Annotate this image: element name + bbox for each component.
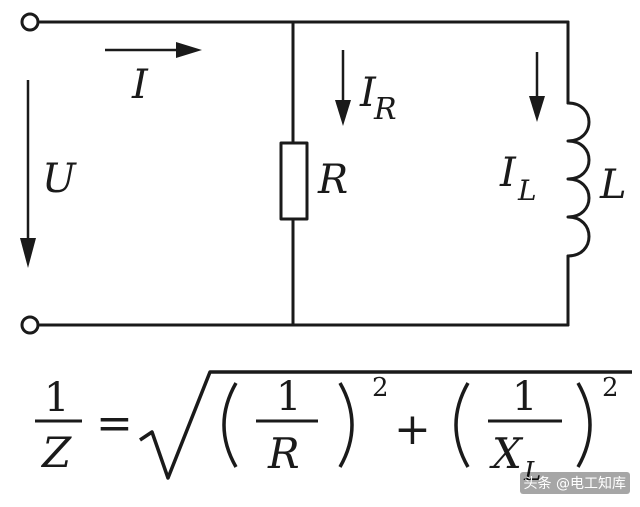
formula-square-root [139, 370, 632, 480]
formula-right-paren-2 [576, 382, 592, 468]
formula-left-paren-1 [222, 382, 238, 468]
formula-exponent-2: 2 [602, 373, 619, 403]
inductor-current-arrow-head [529, 96, 545, 122]
resistor-current-arrow-head [335, 100, 351, 126]
label-inductor: L [599, 162, 627, 208]
inductor-coil [566, 101, 591, 258]
resistor-symbol [279, 141, 309, 221]
formula-term2-numerator: 1 [512, 374, 537, 420]
watermark: 头条 @电工知库 [519, 472, 630, 494]
label-resistor-current-subscript: R [373, 92, 397, 127]
current-arrow-head [176, 42, 202, 58]
formula-term2-denominator-subscript: L [523, 457, 541, 487]
voltage-arrow-head [20, 238, 36, 268]
label-resistor-current: I [359, 70, 377, 116]
formula-lhs-denominator: Z [40, 428, 72, 477]
formula-left-paren-2 [454, 382, 470, 468]
label-inductor-current-subscript: L [517, 174, 537, 207]
label-voltage: U [42, 156, 77, 202]
label-current-total: I [131, 62, 149, 108]
formula-term1-denominator: R [267, 429, 300, 478]
label-inductor-current: I [499, 150, 517, 196]
formula-term2-denominator: X [489, 429, 524, 478]
label-resistor: R [317, 157, 348, 203]
formula-exponent-1: 2 [372, 373, 389, 403]
formula-right-paren-1 [338, 382, 354, 468]
top-terminal [20, 12, 40, 32]
formula-plus: + [394, 404, 431, 455]
bottom-terminal [20, 315, 40, 335]
formula-term1-numerator: 1 [276, 374, 301, 420]
formula-lhs-numerator: 1 [44, 375, 69, 421]
formula-equals: = [96, 398, 133, 449]
